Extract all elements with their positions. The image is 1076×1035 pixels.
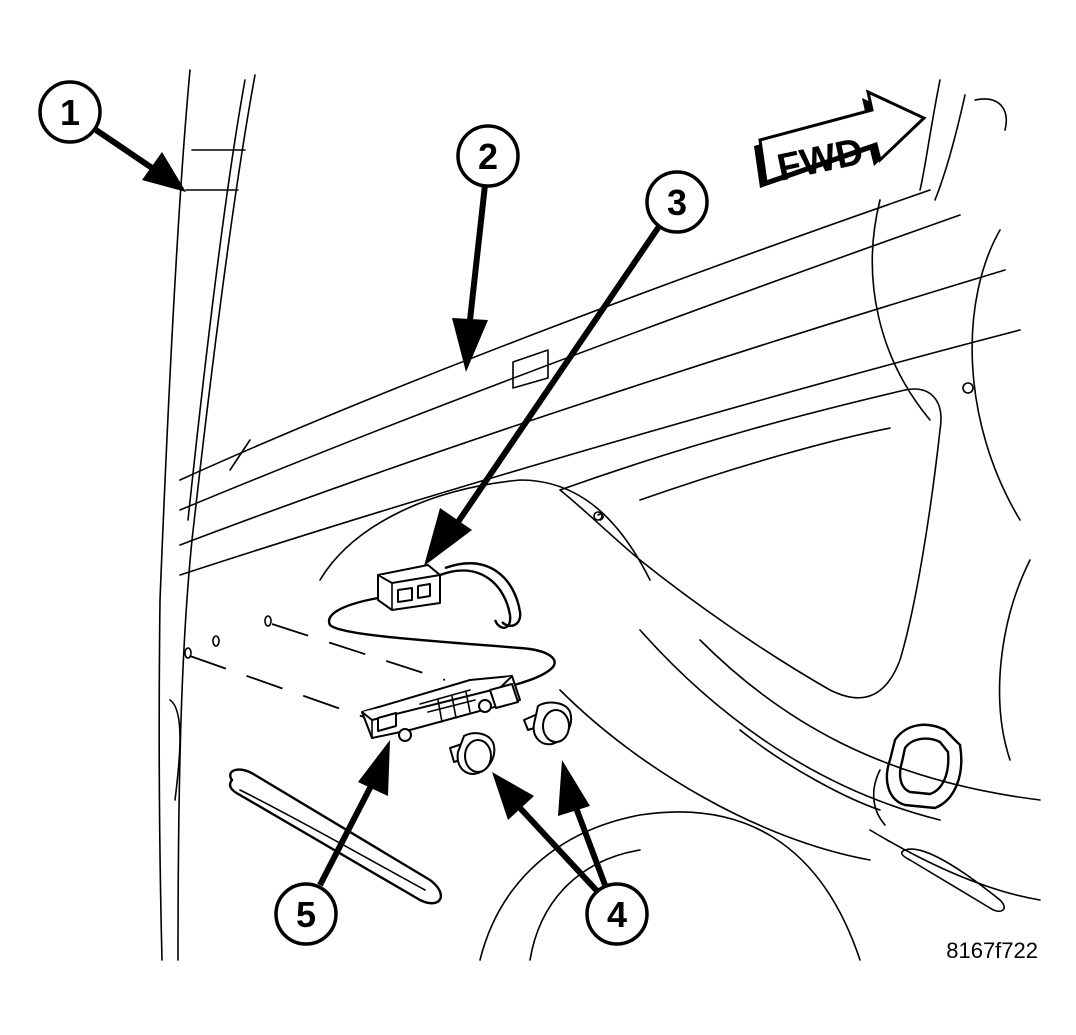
svg-text:3: 3 [667, 182, 687, 223]
arrowhead-4a [558, 760, 590, 816]
leader-arrow-1 [94, 127, 160, 175]
svg-text:5: 5 [296, 894, 316, 935]
svg-text:4: 4 [607, 894, 627, 935]
leader-arrow-3 [455, 223, 663, 524]
svg-text:1: 1 [60, 92, 80, 133]
forward-direction-arrow: FWD [754, 89, 927, 190]
leader-arrow-4a [572, 803, 608, 887]
arrowhead-1 [142, 152, 186, 192]
mounting-screw-upper [523, 701, 572, 746]
side-impact-sensor [361, 675, 521, 742]
arrowhead-4b [492, 772, 534, 820]
arrowhead-2 [452, 318, 488, 372]
svg-text:2: 2 [478, 136, 498, 177]
callout-5: 5 [274, 882, 338, 946]
figure-code: 8167f722 [946, 938, 1038, 963]
callout-3: 3 [645, 170, 709, 234]
callout-4: 4 [585, 882, 649, 946]
sensor-connector [377, 564, 441, 611]
wiring-harness [327, 562, 556, 692]
vehicle-body-linework [158, 69, 1041, 961]
callout-1: 1 [38, 80, 102, 144]
leader-arrow-2 [467, 184, 488, 321]
alignment-lines [189, 623, 446, 729]
callout-2: 2 [456, 124, 520, 188]
leader-arrows [94, 127, 663, 895]
leader-arrow-4b [517, 805, 601, 895]
mounting-screw-lower [449, 732, 496, 775]
leader-arrow-5 [317, 782, 375, 887]
arrowhead-3 [424, 508, 472, 566]
arrowhead-5 [358, 740, 390, 796]
